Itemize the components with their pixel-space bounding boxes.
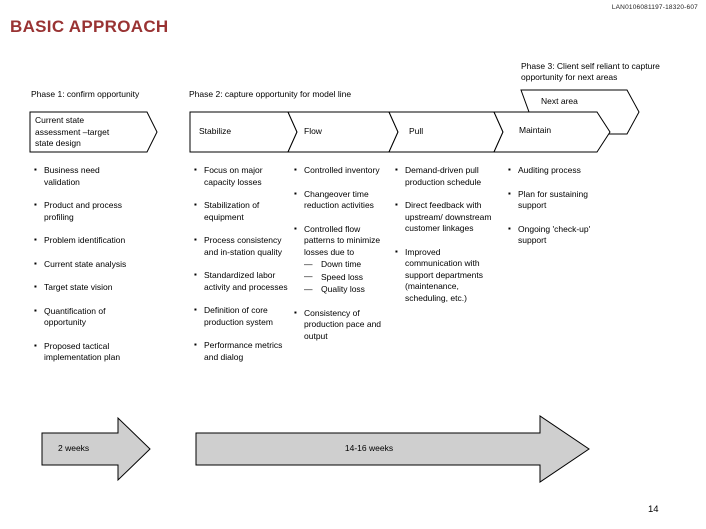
list-item: Problem identification — [34, 234, 138, 247]
next-area-label: Next area — [541, 96, 578, 106]
list-item: Direct feedback with upstream/ downstrea… — [395, 199, 492, 235]
list-item: Performance metrics and dialog — [194, 339, 290, 363]
list-item: Definition of core production system — [194, 304, 290, 328]
list-item: Controlled flow patterns to minimize los… — [294, 223, 386, 259]
maintain-column: Auditing process Plan for sustaining sup… — [508, 164, 600, 259]
two-weeks-label: 2 weeks — [58, 443, 90, 453]
phase1-column: Business need validation Product and pro… — [34, 164, 138, 376]
pull-column: Demand-driven pull production schedule D… — [395, 164, 492, 316]
list-item: Process consistency and in-station quali… — [194, 234, 290, 258]
list-item: Business need validation — [34, 164, 138, 188]
stabilize-column: Focus on major capacity losses Stabiliza… — [194, 164, 290, 375]
list-item: Plan for sustaining support — [508, 188, 600, 212]
flow-column: Controlled inventory Changeover time red… — [294, 164, 386, 354]
page-title: BASIC APPROACH — [10, 17, 169, 36]
list-item: Consistency of production pace and outpu… — [294, 307, 386, 343]
current-state-label: Current state assessment –target state d… — [35, 115, 110, 148]
list-item: Current state analysis — [34, 258, 138, 271]
fourteen-sixteen-weeks-arrow — [195, 415, 590, 483]
list-item: Standardized labor activity and processe… — [194, 269, 290, 293]
phase3-label: Phase 3: Client self reliant to capture … — [521, 61, 660, 82]
maintain-label: Maintain — [519, 125, 552, 135]
list-item: Stabilization of equipment — [194, 199, 290, 223]
current-state-chevron — [29, 111, 158, 153]
sub-list-item: Quality loss — [294, 284, 386, 296]
pull-label: Pull — [409, 126, 424, 136]
document-id: LAN0106081197-18320-607 — [611, 4, 698, 11]
phase2-label: Phase 2: capture opportunity for model l… — [189, 89, 352, 99]
flow-label: Flow — [304, 126, 322, 136]
list-item: Product and process profiling — [34, 199, 138, 223]
pull-chevron — [388, 111, 504, 153]
phase1-label: Phase 1: confirm opportunity — [31, 89, 140, 99]
two-weeks-arrow — [41, 416, 151, 482]
list-item: Controlled inventory — [294, 164, 386, 177]
list-item: Auditing process — [508, 164, 600, 177]
list-item: Demand-driven pull production schedule — [395, 164, 492, 188]
stabilize-label: Stabilize — [199, 126, 232, 136]
list-item: Proposed tactical implementation plan — [34, 340, 138, 364]
list-item: Target state vision — [34, 281, 138, 294]
sub-list-item: Speed loss — [294, 271, 386, 284]
fourteen-sixteen-weeks-label: 14-16 weeks — [344, 443, 394, 453]
list-item: Changeover time reduction activities — [294, 188, 386, 212]
list-item: Focus on major capacity losses — [194, 164, 290, 188]
maintain-chevron — [493, 111, 611, 153]
page-number: 14 — [648, 504, 659, 515]
list-item: Improved communication with support depa… — [395, 246, 492, 305]
list-item: Ongoing 'check-up' support — [508, 223, 600, 247]
sub-list-item: Down time — [294, 259, 386, 271]
list-item: Quantification of opportunity — [34, 305, 138, 329]
